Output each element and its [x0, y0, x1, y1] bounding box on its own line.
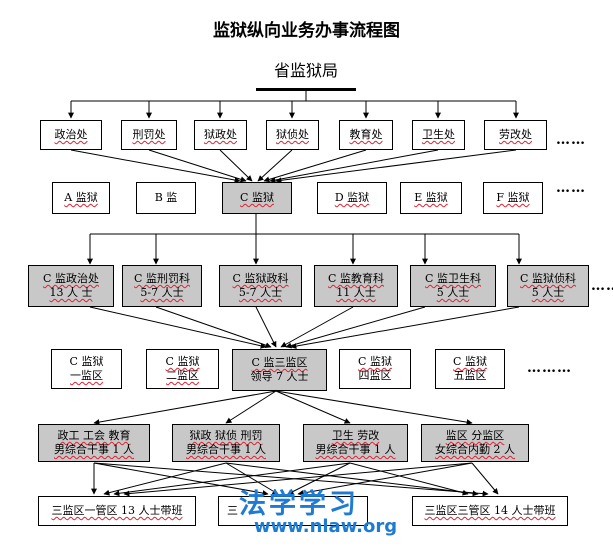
provincial-bureau-label: 省监狱局 [273, 61, 338, 80]
officer-box: 狱政 狱侦 刑罚男综合干事 1 人 [172, 424, 280, 462]
watermark-url: www.nlaw.org [254, 516, 398, 537]
prison-box: B 监 [136, 182, 196, 214]
section-name: C 监卫生科 [425, 272, 481, 285]
prison-label: E 监狱 [414, 191, 448, 204]
sections-ellipsis: …… [591, 278, 613, 294]
district-sub: 二监区 [166, 369, 199, 382]
dept-box: 劳改处 [484, 120, 547, 150]
section-name: C 监狱侦科 [520, 272, 576, 285]
officer-duties: 狱政 狱侦 刑罚 [189, 429, 263, 442]
prison-box-highlight: C 监狱 [222, 182, 292, 214]
district-box-highlight: C 监三监区领导 7 人士 [232, 349, 327, 391]
section-name: C 监政治处 [43, 272, 99, 285]
officer-staff: 男综合干事 1 人 [186, 443, 266, 456]
dept-label: 狱政处 [204, 128, 237, 141]
prison-label: C 监狱 [240, 191, 274, 204]
prison-label: B 监 [154, 191, 178, 204]
section-staff: 5 人士 [436, 286, 470, 299]
district-box: C 监狱四监区 [339, 349, 411, 389]
prison-label: D 监狱 [334, 191, 370, 204]
section-name: C 监教育科 [328, 272, 384, 285]
officer-duties: 监区 分监区 [445, 429, 505, 442]
prison-box: E 监狱 [400, 182, 462, 214]
dept-box: 刑罚处 [121, 120, 177, 150]
district-box: C 监狱二监区 [146, 349, 219, 389]
section-name: C 监狱政科 [232, 272, 289, 285]
bureau-underline [256, 88, 356, 91]
prison-label: F 监狱 [496, 191, 530, 204]
team-label: 三 [227, 504, 238, 517]
dept-box: 教育处 [339, 120, 393, 150]
district-name: C 监狱 [358, 355, 392, 368]
district-box: C 监狱五监区 [435, 349, 505, 389]
dept-label: 劳改处 [499, 128, 532, 141]
officer-duties: 政工 工会 教育 [57, 429, 131, 442]
dept-label: 政治处 [54, 128, 88, 141]
officer-box: 卫生 劳改男综合干事 1 人 [303, 424, 408, 462]
section-name: C 监刑罚科 [134, 272, 190, 285]
officer-duties: 卫生 劳改 [331, 429, 380, 442]
district-name: C 监三监区 [251, 356, 308, 369]
officer-staff: 女综合内勤 2 人 [435, 443, 515, 456]
diagram-title: 监狱纵向业务办事流程图 [213, 21, 400, 41]
district-name: C 监狱 [69, 355, 104, 368]
prison-box: D 监狱 [317, 182, 387, 214]
district-sub: 一监区 [70, 369, 103, 382]
prison-box: A 监狱 [52, 182, 110, 214]
dept-label: 卫生处 [422, 128, 455, 141]
section-staff: 5-7 人士 [140, 286, 184, 299]
team-label: 三监区三管区 14 人士带班 [424, 504, 556, 517]
departments-ellipsis: …… [556, 132, 586, 148]
section-staff: 13 人 士 [49, 286, 93, 299]
team-box: 三 [218, 496, 368, 526]
district-sub: 五监区 [453, 369, 487, 382]
dept-box: 卫生处 [412, 120, 465, 150]
district-box: C 监狱一监区 [51, 349, 122, 389]
section-staff: 5 人士 [531, 286, 565, 299]
district-name: C 监狱 [453, 355, 487, 368]
dept-box: 政治处 [40, 120, 102, 150]
officer-staff: 男综合干事 1 人 [315, 443, 396, 456]
dept-box: 狱侦处 [266, 120, 319, 150]
district-sub: 四监区 [358, 369, 392, 382]
officer-box: 政工 工会 教育男综合干事 1 人 [38, 424, 150, 462]
district-sub: 领导 7 人士 [250, 370, 309, 383]
section-staff: 5-7 人士 [238, 286, 283, 299]
team-label: 三监区一管区 13 人士带班 [51, 504, 183, 517]
district-name: C 监狱 [165, 355, 200, 368]
dept-label: 刑罚处 [132, 128, 166, 141]
section-staff: 11 人士 [336, 286, 376, 299]
officer-box: 监区 分监区女综合内勤 2 人 [421, 424, 529, 462]
dept-label: 教育处 [349, 128, 383, 141]
prison-label: A 监狱 [64, 191, 98, 204]
dept-box: 狱政处 [194, 120, 247, 150]
districts-ellipsis: ……… [527, 360, 572, 376]
prison-box: F 监狱 [483, 182, 543, 214]
team-box: 三监区三管区 14 人士带班 [412, 496, 568, 526]
team-box: 三监区一管区 13 人士带班 [38, 496, 196, 526]
prisons-ellipsis: …… [556, 180, 586, 196]
watermark-logo: 法学学习 [239, 489, 359, 520]
dept-label: 狱侦处 [276, 128, 309, 141]
officer-staff: 男综合干事 1 人 [54, 443, 134, 456]
